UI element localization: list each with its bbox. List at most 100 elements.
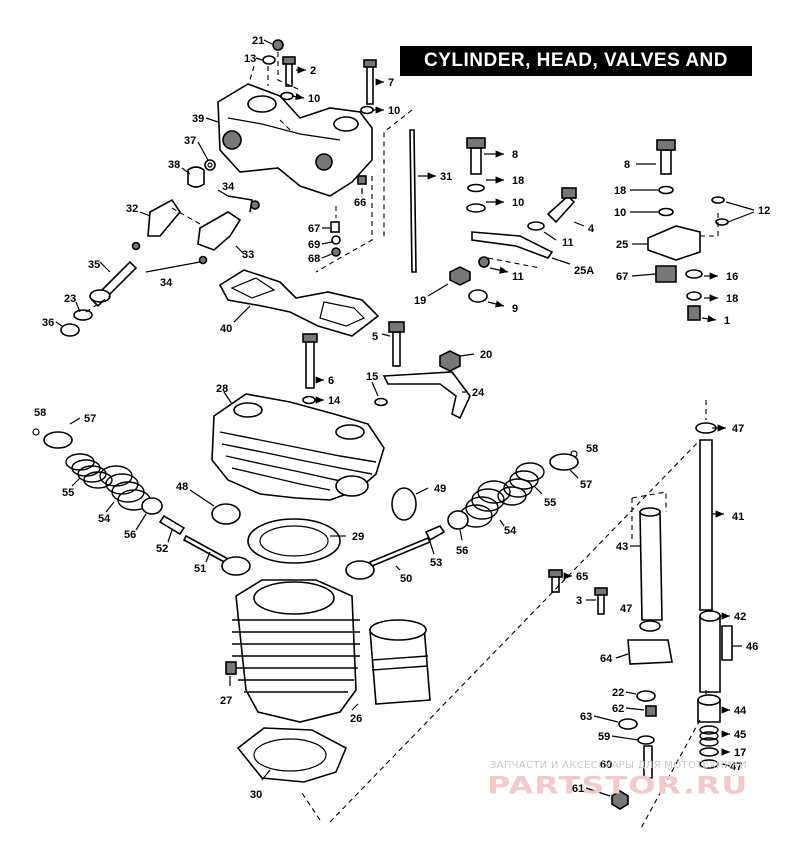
callout: 34 [160, 277, 173, 289]
callout: 22 [612, 687, 624, 699]
callout: 11 [512, 271, 524, 283]
rocker-box-part [217, 83, 373, 197]
callout: 9 [512, 303, 518, 315]
callout: 47 [730, 761, 742, 773]
callout: 52 [156, 543, 168, 555]
callout: 58 [34, 407, 46, 419]
callout: 54 [504, 525, 517, 537]
callout: 59 [598, 731, 610, 743]
callout: 6 [328, 375, 334, 387]
callout: 14 [328, 395, 341, 407]
callout: 57 [84, 413, 96, 425]
callout: 10 [512, 197, 524, 209]
callout: 35 [88, 259, 100, 271]
callout: 42 [734, 611, 746, 623]
callout: 37 [184, 135, 196, 147]
right-valve-spring-parts [345, 450, 579, 580]
callout: 55 [62, 487, 74, 499]
callout: 48 [176, 481, 188, 493]
callout: 15 [366, 371, 378, 383]
callout: 10 [308, 93, 320, 105]
callout: 11 [562, 237, 574, 249]
callout: 69 [308, 239, 320, 251]
callout: 50 [400, 573, 412, 585]
callout: 12 [758, 205, 770, 217]
callout: 63 [580, 711, 592, 723]
callout: 47 [620, 603, 632, 615]
callout: 43 [616, 541, 628, 553]
callout: 18 [726, 293, 738, 305]
head-bolt-parts [302, 321, 471, 420]
callout: 44 [734, 705, 747, 717]
callout: 45 [734, 729, 746, 741]
callout: 26 [350, 713, 362, 725]
callout: 56 [456, 545, 468, 557]
bracket-parts [449, 137, 577, 303]
callout: 27 [220, 695, 232, 707]
rocker-arm-parts [60, 159, 260, 337]
callout: 47 [732, 423, 744, 435]
callout: 10 [614, 207, 626, 219]
callout: 58 [586, 443, 598, 455]
callout: 68 [308, 253, 320, 265]
callout: 24 [472, 387, 485, 399]
callout: 3 [576, 595, 582, 607]
callout: 49 [434, 483, 446, 495]
callout: 64 [600, 653, 613, 665]
cylinder-part [225, 579, 431, 723]
right-bracket-parts [647, 139, 729, 321]
callout: 41 [732, 511, 744, 523]
callout: 2 [310, 65, 316, 77]
callout-labels: 21 13 2 7 10 10 39 37 38 34 32 66 31 67 … [34, 35, 770, 801]
callout: 62 [612, 703, 624, 715]
callout: 67 [308, 223, 320, 235]
callout: 36 [42, 317, 54, 329]
callout: 5 [372, 331, 378, 343]
head-gasket-part [247, 518, 341, 564]
callout: 39 [192, 113, 204, 125]
callout: 55 [544, 497, 556, 509]
callout: 53 [430, 557, 442, 569]
callout: 60 [600, 759, 612, 771]
callout: 25A [574, 265, 594, 277]
callout: 8 [624, 159, 630, 171]
callout: 23 [64, 293, 76, 305]
callout: 32 [126, 203, 138, 215]
callout: 46 [746, 641, 758, 653]
callout: 66 [354, 197, 366, 209]
callout: 67 [616, 271, 628, 283]
callout: 29 [352, 531, 364, 543]
callout: 1 [724, 315, 730, 327]
tappet-parts [548, 400, 733, 831]
diagram-title: CYLINDER, HEAD, VALVES AND TAPPETS [400, 46, 752, 101]
left-valve-spring-parts [32, 428, 251, 576]
callout: 65 [576, 571, 588, 583]
callout: 34 [222, 181, 235, 193]
callout: 33 [242, 249, 254, 261]
callout: 19 [414, 295, 426, 307]
callout: 57 [580, 479, 592, 491]
callout: 56 [124, 529, 136, 541]
gasket-part [218, 269, 380, 337]
bolt-parts [262, 39, 377, 115]
callout: 10 [388, 105, 400, 117]
fitting-parts [315, 175, 373, 273]
callout: 25 [616, 239, 628, 251]
callout: 17 [734, 747, 746, 759]
base-gasket-part [236, 727, 348, 783]
callout: 4 [588, 223, 595, 235]
callout: 40 [220, 323, 232, 335]
callout: 51 [194, 563, 206, 575]
callout: 13 [244, 53, 256, 65]
watermark-logo: PARTSTOR.RU [487, 771, 749, 800]
callout: 21 [252, 35, 264, 47]
callout: 31 [440, 171, 452, 183]
callout: 8 [512, 149, 518, 161]
callout: 38 [168, 159, 180, 171]
callout: 18 [614, 185, 626, 197]
push-rod-part [383, 109, 417, 273]
callout: 61 [572, 783, 584, 795]
cylinder-head-part [211, 393, 385, 501]
